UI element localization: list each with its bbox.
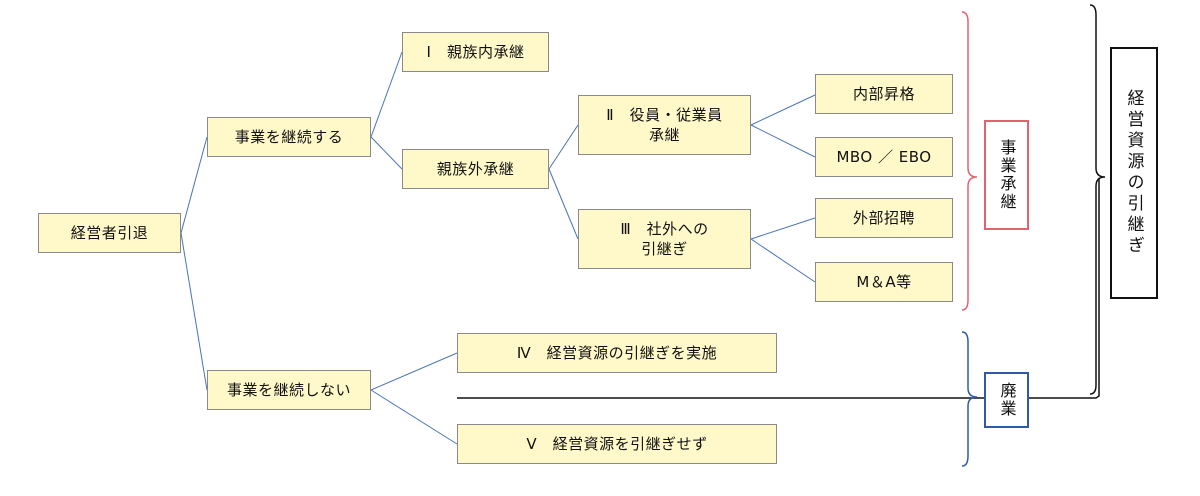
node-nonfamily-succession: 親族外承継 [402, 149, 549, 189]
node-internal-promotion: 内部昇格 [815, 74, 953, 114]
connector-root-continue [180, 136, 208, 234]
connector-continue-nonfamily [370, 136, 403, 170]
node-external-hire: 外部招聘 [815, 198, 953, 238]
connector-nonfamily-officer [548, 124, 579, 170]
connector-officer-mbo [750, 124, 816, 158]
root-node-retirement: 経営者引退 [38, 213, 181, 253]
label-business-closure: 廃業 [984, 372, 1029, 428]
connector-officer-internal [750, 94, 816, 126]
label-business-succession: 事業承継 [984, 120, 1029, 230]
connector-root-discontinue [180, 232, 208, 391]
connector-continue-family [370, 51, 403, 138]
connector-discontinue-notransfer [370, 389, 458, 445]
closure-line-right [1029, 178, 1100, 399]
connector-discontinue-transfer [370, 352, 458, 391]
node-continue-business: 事業を継続する [207, 117, 371, 157]
connector-external-hire [750, 217, 816, 240]
closure-bracket [961, 331, 978, 467]
label-resource-transfer: 経営資源の引継ぎ [1110, 47, 1158, 299]
connector-nonfamily-external [548, 168, 579, 240]
node-family-succession: Ⅰ 親族内承継 [402, 32, 549, 72]
connector-external-ma [750, 238, 816, 283]
resource-transfer-bracket [1089, 4, 1106, 395]
node-officer-employee-succession: Ⅱ 役員・従業員承継 [578, 95, 751, 155]
node-mbo-ebo: MBO ／ EBO [815, 137, 953, 177]
node-ma: M＆A等 [815, 262, 953, 302]
node-resource-transfer: Ⅳ 経営資源の引継ぎを実施 [457, 333, 777, 373]
node-discontinue-business: 事業を継続しない [207, 370, 371, 410]
succession-bracket [961, 11, 978, 311]
node-external-transfer: Ⅲ 社外への引継ぎ [578, 209, 751, 269]
node-no-resource-transfer: Ⅴ 経営資源を引継ぎせず [457, 424, 777, 464]
